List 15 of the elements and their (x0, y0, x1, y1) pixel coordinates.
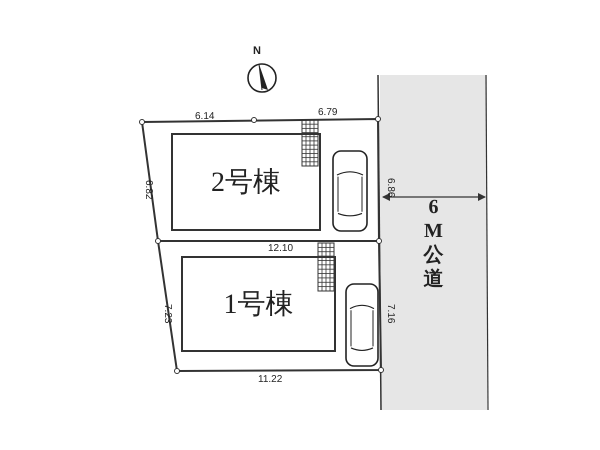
dimension-label: 6.14 (195, 112, 214, 122)
dimension-label: 6.79 (318, 108, 338, 118)
dimension-label: 7.23 (162, 304, 172, 324)
building-label: 2号棟 (211, 166, 281, 200)
road-area (380, 75, 487, 410)
building-footprint (181, 256, 336, 352)
dimension-label: 11.22 (258, 375, 282, 385)
dimension-label: 12.10 (268, 244, 294, 254)
building-label: 1号棟 (224, 288, 294, 322)
building-footprint (171, 133, 321, 231)
north-label: N (253, 46, 261, 57)
dimension-label: 6.86 (385, 178, 395, 198)
road-label: 6M公道 (422, 194, 444, 290)
dimension-label: 6.82 (143, 180, 153, 200)
dimension-label: 7.16 (385, 304, 395, 324)
